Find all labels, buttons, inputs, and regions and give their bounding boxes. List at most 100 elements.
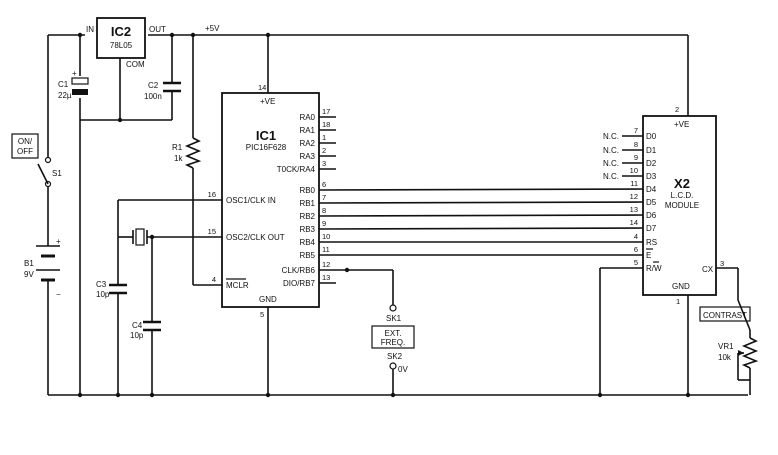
sk1-label-1: EXT. xyxy=(385,329,402,338)
x2-pin-name: D5 xyxy=(646,198,657,207)
svg-text:+: + xyxy=(56,237,61,246)
ic1-pin-number: 6 xyxy=(322,180,326,189)
c2-ref: C2 xyxy=(148,81,159,90)
x2-ve: +VE xyxy=(674,120,689,129)
x2-pin-name: D0 xyxy=(646,132,657,141)
x2-pin-number: 12 xyxy=(630,192,638,201)
ic1-pin-number: 18 xyxy=(322,120,330,129)
vr1-label: CONTRAST xyxy=(703,311,747,320)
ic1-pin-name: RB2 xyxy=(299,212,315,221)
vr1-contrast-pot: CONTRAST VR1 10k xyxy=(699,267,759,395)
ic1-pin-name: RB3 xyxy=(299,225,315,234)
svg-text:+: + xyxy=(72,69,77,78)
x2-pin-name: D7 xyxy=(646,224,657,233)
x2-pin-number: 4 xyxy=(634,232,638,241)
ic2-regulator: IC2 78L05 IN OUT COM xyxy=(86,17,166,69)
ic1-right-pins: RA017RA118RA21RA32T0CK/RA43RB06RB17RB28R… xyxy=(277,107,336,288)
ic1-pin-number: 16 xyxy=(208,190,216,199)
x2-line1: L.C.D. xyxy=(671,191,694,200)
ic1-pin-name: RB0 xyxy=(299,186,315,195)
ic1-pin-number: 1 xyxy=(322,133,326,142)
ic1-pin-name: OSC2/CLK OUT xyxy=(226,233,285,242)
ic1-pin-name: RA3 xyxy=(299,152,315,161)
x2-gnd: GND xyxy=(672,282,690,291)
ic1-pin-name: RA0 xyxy=(299,113,315,122)
c1-ref: C1 xyxy=(58,80,69,89)
x2-pin-name: D2 xyxy=(646,159,657,168)
ic1-pin-name: MCLR xyxy=(226,281,249,290)
ic1-pin-number: 13 xyxy=(322,273,330,282)
bus-wire xyxy=(318,188,644,191)
ic1-pin-name: RB5 xyxy=(299,251,315,260)
ic1-pin-number: 2 xyxy=(322,146,326,155)
c1-capacitor: + C1 22µ xyxy=(58,69,89,100)
supply-rail-label: +5V xyxy=(205,24,220,33)
x2-pin-name: D3 xyxy=(646,172,657,181)
x2-pin-number: 8 xyxy=(634,140,638,149)
x2-pin-number: 11 xyxy=(630,179,638,188)
x2-lcd-module: X2 L.C.D. MODULE +VE GND CX 2 1 3 D07N.C… xyxy=(603,105,724,306)
x2-nc-label: N.C. xyxy=(603,159,619,168)
ic1-pin-top: 14 xyxy=(258,83,266,92)
sk1-socket: SK1 EXT. FREQ. xyxy=(319,269,415,349)
ic1-pin-number: 8 xyxy=(322,206,326,215)
ic1-pin-number: 10 xyxy=(322,232,330,241)
svg-text:−: − xyxy=(56,290,61,299)
b1-battery: + − B1 9V xyxy=(24,237,61,299)
x2-line2: MODULE xyxy=(665,201,699,210)
b1-value: 9V xyxy=(24,270,34,279)
x2-pin-bottom: 1 xyxy=(676,297,680,306)
r1-value: 1k xyxy=(174,154,183,163)
x2-pin-number: 10 xyxy=(630,166,638,175)
x2-pin-name: RS xyxy=(646,238,657,247)
data-bus xyxy=(318,188,644,256)
c4-ref: C4 xyxy=(132,321,143,330)
c3-ref: C3 xyxy=(96,280,107,289)
ic2-com-label: COM xyxy=(126,60,145,69)
r1-ref: R1 xyxy=(172,143,183,152)
ic1-pin-number: 3 xyxy=(322,159,326,168)
ic2-part: 78L05 xyxy=(110,41,133,50)
ic1-pin-number: 17 xyxy=(322,107,330,116)
bus-wire xyxy=(318,214,644,217)
ic1-pin-name: RB4 xyxy=(299,238,315,247)
bus-wire xyxy=(318,201,644,204)
c4-value: 10p xyxy=(130,331,144,340)
ic1-pin-name: OSC1/CLK IN xyxy=(226,196,276,205)
ic1-part: PIC16F628 xyxy=(246,143,287,152)
s1-ref: S1 xyxy=(52,169,62,178)
ic1-pin-number: 11 xyxy=(322,245,330,254)
ic1-gnd: GND xyxy=(259,295,277,304)
bus-wire xyxy=(318,227,644,230)
x2-pin-number: 5 xyxy=(634,258,638,267)
x2-pin-top: 2 xyxy=(675,105,679,114)
sk2-socket: SK2 0V xyxy=(387,352,408,395)
ic1-pin-bottom: 5 xyxy=(260,310,264,319)
ic2-out-label: OUT xyxy=(149,25,166,34)
ic1-pin-name: DIO/RB7 xyxy=(283,279,316,288)
ic1-pin-name: RA1 xyxy=(299,126,315,135)
s1-label-on: ON/ xyxy=(18,137,33,146)
x2-pin-cx: 3 xyxy=(720,259,724,268)
x2-pin-number: 7 xyxy=(634,126,638,135)
x2-pin-number: 13 xyxy=(630,205,638,214)
ic1-ve: +VE xyxy=(260,97,275,106)
ic1-pin-name: RA2 xyxy=(299,139,315,148)
oscillator-network xyxy=(117,199,222,395)
x2-pin-name: D1 xyxy=(646,146,657,155)
ic1-ref: IC1 xyxy=(256,128,276,143)
x2-pin-number: 6 xyxy=(634,245,638,254)
x2-nc-label: N.C. xyxy=(603,172,619,181)
c3-capacitor: C3 10p xyxy=(96,280,127,299)
ic1-pin-number: 4 xyxy=(212,275,216,284)
c2-value: 100n xyxy=(144,92,162,101)
ic2-ref: IC2 xyxy=(111,24,131,39)
c3-value: 10p xyxy=(96,290,110,299)
r1-resistor: R1 1k xyxy=(172,137,202,169)
x2-ref: X2 xyxy=(674,176,690,191)
x2-pin-number: 9 xyxy=(634,153,638,162)
sk2-ref: SK2 xyxy=(387,352,403,361)
sk1-ref: SK1 xyxy=(386,314,402,323)
